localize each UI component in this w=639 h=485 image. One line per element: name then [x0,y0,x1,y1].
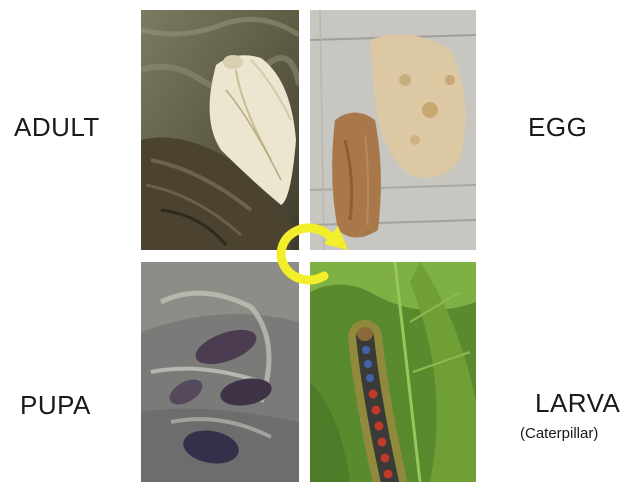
larva-caterpillar-photo [310,262,476,482]
stage-label-larva: LARVA [535,388,620,419]
stage-label-egg: EGG [528,112,587,143]
stage-label-larva-note: (Caterpillar) [520,425,598,442]
stage-label-pupa: PUPA [20,390,91,421]
cycle-arrow-icon [266,214,356,294]
pupa-photo [141,262,299,482]
stage-label-adult: ADULT [14,112,100,143]
